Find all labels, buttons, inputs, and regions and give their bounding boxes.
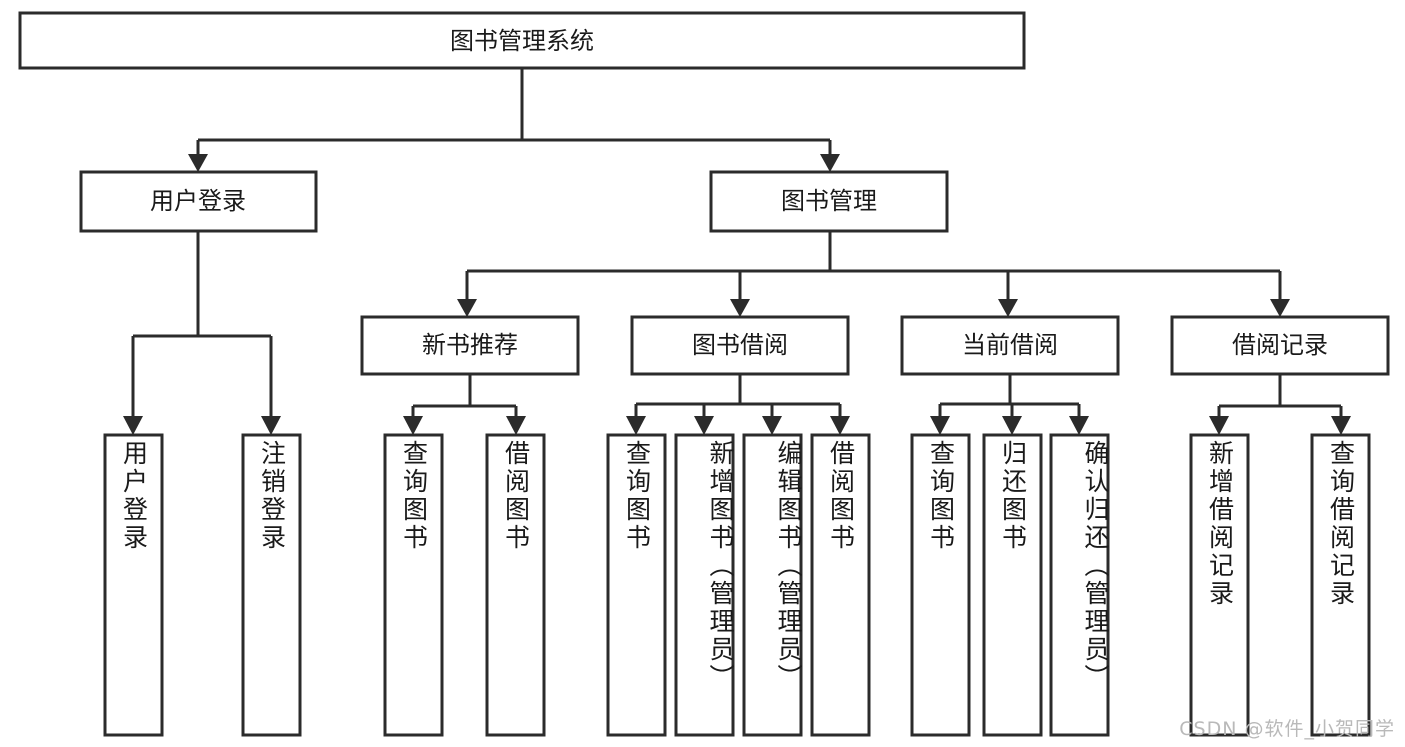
arrow-bookmgmt-c1 [457,299,477,317]
leaf-node-boxes [103,433,1371,737]
arrow-bookmgmt-c2 [730,299,750,317]
arrow-newbook-l2 [506,416,526,435]
node-book-borrow[interactable]: 图书借阅 [630,315,850,376]
node-current-borrow-box[interactable] [900,315,1120,376]
node-book-borrow-box[interactable] [630,315,850,376]
node-book-borrow-label: 图书借阅 [692,331,788,359]
node-new-book-recommend[interactable]: 新书推荐 [360,315,580,376]
arrow-current-l1 [930,416,950,435]
leaf-box-confirm-return-admin[interactable] [1049,433,1110,737]
node-current-borrow-label: 当前借阅 [962,331,1058,359]
node-root-box[interactable] [18,11,1026,70]
leaf-box-borrow-book-2[interactable] [810,433,871,737]
arrow-root-to-login [188,154,208,172]
arrow-bookmgmt-c3 [998,299,1018,317]
arrow-current-l2 [1002,416,1022,435]
leaf-box-user-login[interactable] [103,433,164,737]
arrow-login-leaf2 [261,416,281,435]
node-borrow-record-label: 借阅记录 [1232,331,1328,359]
node-user-login-box[interactable] [79,170,318,233]
arrow-borrow-l4 [830,416,850,435]
node-current-borrow[interactable]: 当前借阅 [900,315,1120,376]
node-new-book-recommend-box[interactable] [360,315,580,376]
arrow-current-l3 [1069,416,1089,435]
arrow-login-leaf1 [123,416,143,435]
leaf-box-logout-login[interactable] [241,433,302,737]
leaf-box-query-book-3[interactable] [910,433,971,737]
leaf-box-add-book-admin[interactable] [674,433,735,737]
leaf-box-add-borrow-record[interactable] [1189,433,1250,737]
node-root[interactable]: 图书管理系统 [18,11,1026,70]
node-borrow-record-box[interactable] [1170,315,1390,376]
arrow-newbook-l1 [403,416,423,435]
node-user-login-label: 用户登录 [150,187,246,215]
arrow-root-to-bookmgmt [820,154,840,172]
arrow-bookmgmt-c4 [1270,299,1290,317]
arrow-borrow-l3 [762,416,782,435]
arrow-record-l1 [1209,416,1229,435]
arrow-record-l2 [1331,416,1351,435]
leaf-box-borrow-book-1[interactable] [485,433,546,737]
leaf-box-edit-book-admin[interactable] [742,433,803,737]
leaf-box-query-borrow-record[interactable] [1310,433,1371,737]
node-root-label: 图书管理系统 [450,27,594,55]
leaf-box-return-book[interactable] [982,433,1043,737]
arrow-borrow-l1 [626,416,646,435]
node-book-management[interactable]: 图书管理 [709,170,949,233]
node-new-book-recommend-label: 新书推荐 [422,331,518,359]
leaf-box-query-book-1[interactable] [383,433,444,737]
connector-lines [123,68,1351,435]
arrow-borrow-l2 [694,416,714,435]
csdn-watermark: CSDN @软件_小贺同学 [1179,718,1395,740]
node-user-login[interactable]: 用户登录 [79,170,318,233]
leaf-box-query-book-2[interactable] [606,433,667,737]
node-book-management-box[interactable] [709,170,949,233]
node-book-management-label: 图书管理 [781,187,877,215]
node-borrow-record[interactable]: 借阅记录 [1170,315,1390,376]
